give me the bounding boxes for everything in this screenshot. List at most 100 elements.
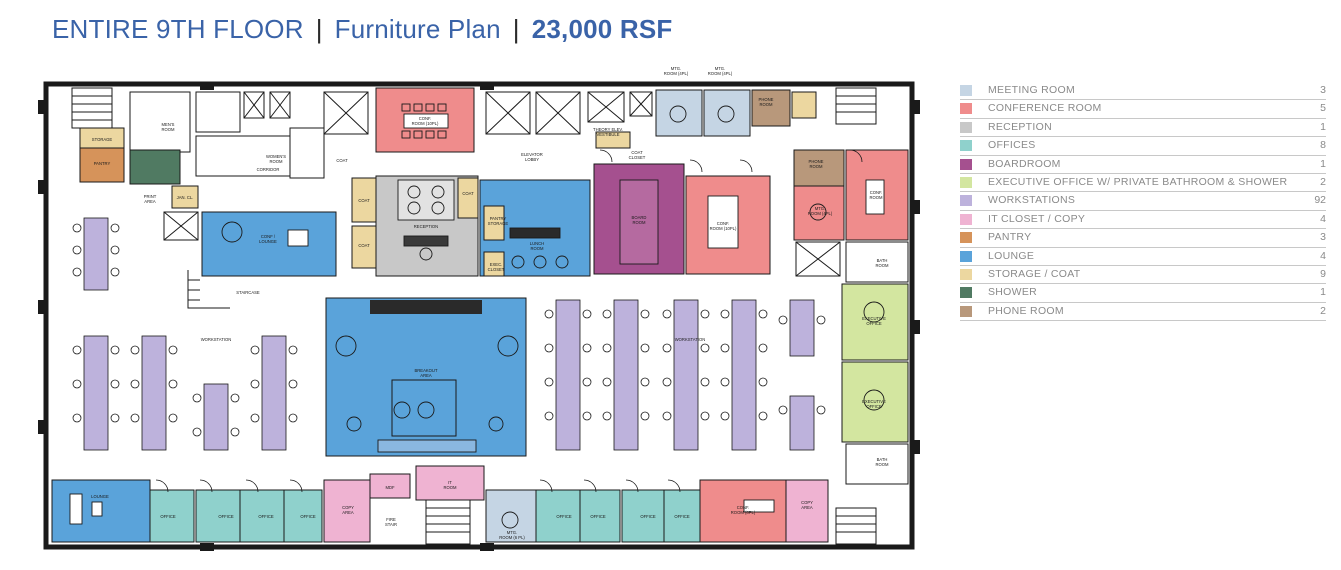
label-it-a: IT — [448, 480, 452, 485]
legend-swatch — [960, 103, 972, 115]
label-conf-lounge-b: LOUNGE — [259, 239, 277, 244]
legend-row: MEETING ROOM 3 — [960, 82, 1326, 101]
it-room — [415, 465, 485, 501]
label-conf-right-b: ROOM — [869, 195, 883, 200]
copy-area-left — [323, 479, 371, 543]
label-mtg4-a-1: MTG. — [671, 66, 681, 71]
door-swings — [155, 149, 863, 493]
legend-row: LOUNGE 4 — [960, 248, 1326, 266]
label-phone-a-2: PHONE — [809, 159, 824, 164]
legend-count: 5 — [1320, 102, 1326, 115]
label-reception: RECEPTION — [414, 224, 438, 229]
legend-row: OFFICES 8 — [960, 137, 1326, 156]
label-coat-4: COAT — [462, 191, 474, 196]
label-mtg6-b: ROOM (6 PL) — [499, 535, 525, 540]
label-conf-right-a: CONF. — [870, 190, 883, 195]
exterior-columns — [38, 82, 920, 551]
label-coat-3: COAT — [358, 243, 370, 248]
legend-count: 3 — [1320, 84, 1326, 96]
stairs — [71, 87, 877, 545]
label-workstation-2: WORKSTATION — [675, 337, 706, 342]
label-phone-a: PHONE — [759, 97, 774, 102]
legend-label: STORAGE / COAT — [988, 267, 1081, 280]
legend-label: MEETING ROOM — [988, 84, 1076, 96]
label-coat: COAT — [336, 158, 348, 163]
executive-office-2 — [841, 361, 909, 443]
label-exec-b-2: OFFICE — [866, 404, 882, 409]
title-separator-2: | — [512, 14, 520, 44]
plan-type-label: Furniture Plan — [334, 14, 501, 44]
legend-row: CONFERENCE ROOM 5 — [960, 100, 1326, 119]
legend-label: WORKSTATIONS — [988, 194, 1076, 207]
meeting-room-4pl-1 — [655, 89, 703, 137]
legend-label: SHOWER — [988, 286, 1038, 299]
meeting-room-4pl-2 — [703, 89, 751, 137]
label-bath-1: BATH — [877, 258, 888, 263]
plan-title: ENTIRE 9TH FLOOR|Furniture Plan|23,000 R… — [52, 14, 672, 45]
workstation-chairs — [72, 223, 826, 437]
label-pantry-storage-b: STORAGE — [488, 221, 509, 226]
legend-count: 8 — [1320, 139, 1326, 152]
label-office-1: OFFICE — [160, 514, 176, 519]
workstation-desks — [83, 217, 815, 451]
legend-count: 4 — [1320, 212, 1326, 225]
legend-count: 4 — [1320, 249, 1326, 262]
label-lounge-bottom: LOUNGE — [91, 494, 109, 499]
janitor-closet — [171, 185, 199, 209]
label-breakout-a: BREAKOUT — [414, 368, 437, 373]
label-conf-lounge-a: CONF / — [261, 234, 276, 239]
bath-room-1 — [845, 241, 909, 283]
legend-label: BOARDROOM — [988, 157, 1061, 170]
offices-bottom — [149, 489, 701, 543]
legend-label: RECEPTION — [988, 120, 1052, 133]
label-mens-room: ROOM — [161, 127, 175, 132]
coat-closet-3 — [457, 177, 479, 219]
label-workstation-1: WORKSTATION — [201, 337, 232, 342]
breakout-counter — [370, 300, 482, 314]
legend-row: EXECUTIVE OFFICE W/ PRIVATE BATHROOM & S… — [960, 174, 1326, 193]
coat-closet-top — [595, 131, 631, 149]
label-conf10-b: ROOM (10PL) — [412, 121, 439, 126]
label-bath-2: BATH — [877, 457, 888, 462]
label-board-b: ROOM — [632, 220, 646, 225]
legend-label: CONFERENCE ROOM — [988, 102, 1102, 115]
legend-swatch — [960, 250, 972, 262]
label-print: PRINT — [144, 194, 157, 199]
floor-plan: STORAGE PANTRY MEN'S ROOM WOMEN'S ROOM C… — [38, 66, 920, 551]
legend-swatch — [960, 85, 972, 96]
meeting-room-6pl — [485, 489, 537, 543]
legend-label: OFFICES — [988, 139, 1036, 152]
legend-swatch — [960, 287, 972, 299]
label-conf-mid-a: CONF. — [717, 221, 730, 226]
label-mtg4-b-1: ROOM (4PL) — [664, 71, 689, 76]
area-label: 23,000 RSF — [531, 14, 673, 44]
legend-label: IT CLOSET / COPY — [988, 212, 1086, 225]
label-coat-closet-b: CLOSET — [629, 155, 646, 160]
label-womens-room: ROOM — [269, 159, 283, 164]
legend-count: 1 — [1320, 120, 1326, 133]
restrooms — [129, 91, 325, 179]
label-exec-closet-b: CLOSET — [488, 267, 505, 272]
label-conf-mid-b: ROOM (10PL) — [710, 226, 737, 231]
legend-count: 1 — [1320, 286, 1326, 299]
label-copy-a-2: COPY — [801, 500, 813, 505]
label-mtg4-a-2: MTG. — [715, 66, 725, 71]
label-lunch-b: ROOM — [530, 246, 544, 251]
label-storage: STORAGE — [92, 137, 113, 142]
legend-label: LOUNGE — [988, 249, 1035, 262]
legend-count: 2 — [1320, 175, 1326, 188]
legend-swatch — [960, 213, 972, 225]
label-exec-a-1: EXECUTIVE — [862, 316, 886, 321]
legend-swatch — [960, 195, 972, 207]
label-copy-b-1: AREA — [342, 510, 354, 515]
label-theory-a: THEORY ELEV. — [593, 127, 623, 132]
conf-lounge — [201, 211, 337, 277]
coat-closet-2 — [351, 225, 377, 269]
label-lunch-a: LUNCH — [530, 241, 544, 246]
storage-top — [791, 91, 817, 119]
label-elevator-b: LOBBY — [525, 157, 539, 162]
legend-swatch — [960, 232, 972, 244]
